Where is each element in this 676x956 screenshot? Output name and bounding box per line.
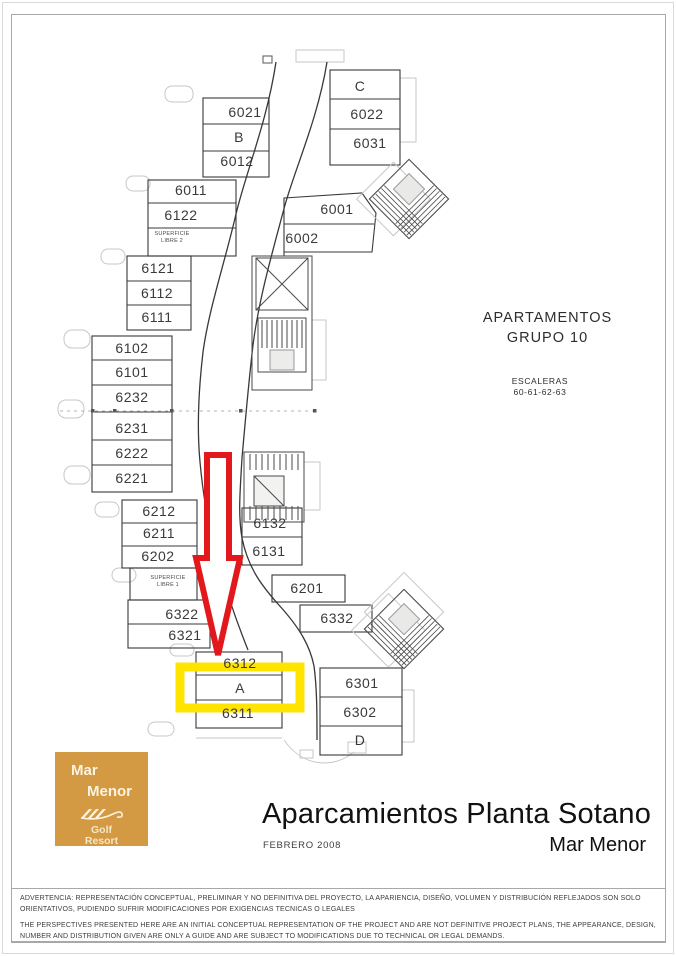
room-label-6202: 6202 — [141, 548, 175, 564]
brand-label: Mar Menor — [549, 834, 646, 856]
page-border-frame — [11, 14, 666, 943]
room-label-6022: 6022 — [350, 106, 384, 122]
plan-heading: APARTAMENTOS GRUPO 10 — [440, 308, 655, 349]
room-label-6232: 6232 — [115, 389, 149, 405]
room-label-6021: 6021 — [228, 104, 262, 120]
stair-diamond-upper — [355, 158, 450, 240]
logo-text-menor: Menor — [87, 783, 132, 800]
room-label-6132: 6132 — [253, 515, 287, 531]
plan-heading-line2: GRUPO 10 — [506, 330, 589, 347]
disclaimer-english: THE PERSPECTIVES PRESENTED HERE ARE AN I… — [20, 921, 656, 940]
free-area-label: SUPERFICIE LIBRE 2 — [154, 230, 190, 244]
room-label-6212: 6212 — [142, 503, 176, 519]
free-area-label: SUPERFICIE LIBRE 1 — [150, 574, 186, 588]
room-label-6102: 6102 — [115, 340, 149, 356]
room-label-6001: 6001 — [320, 201, 354, 217]
logo-mar-menor: Mar Menor Golf Resort — [55, 752, 148, 847]
building-walls — [91, 55, 403, 756]
plan-heading-line1: APARTAMENTOS — [482, 310, 613, 326]
room-label-6332: 6332 — [320, 610, 354, 626]
date-label: FEBRERO 2008 — [263, 840, 342, 851]
room-label-6201: 6201 — [290, 580, 324, 596]
room-label-6112: 6112 — [140, 285, 174, 301]
room-label-6131: 6131 — [252, 543, 286, 559]
room-label-6321: 6321 — [168, 627, 202, 643]
disclaimer-box: ADVERTENCIA: REPRESENTACIÓN CONCEPTUAL, … — [11, 888, 666, 942]
room-label-D: D — [354, 732, 366, 748]
room-label-6121: 6121 — [141, 260, 175, 276]
room-label-6101: 6101 — [115, 364, 149, 380]
stair-diamond-lower — [350, 571, 445, 670]
logo-text-mar: Mar — [71, 762, 98, 779]
room-label-6322: 6322 — [165, 606, 199, 622]
logo-text-resort: Resort — [84, 835, 119, 847]
room-label-6311: 6311 — [221, 705, 255, 721]
disclaimer-spanish: ADVERTENCIA: REPRESENTACIÓN CONCEPTUAL, … — [20, 895, 641, 913]
golf-wave-icon — [80, 809, 123, 820]
location-arrow — [192, 452, 244, 656]
room-label-6222: 6222 — [115, 445, 149, 461]
axis-centerline — [60, 409, 318, 413]
stairs-numbers: 60-61-62-63 — [513, 387, 567, 398]
room-label-6011: 6011 — [174, 182, 208, 198]
stair-core-upper — [251, 255, 313, 391]
room-label-B: B — [234, 129, 244, 145]
room-label-6122: 6122 — [164, 207, 198, 223]
room-label-6211: 6211 — [142, 525, 176, 541]
room-label-6302: 6302 — [343, 704, 377, 720]
stairs-note: ESCALERAS 60-61-62-63 — [440, 376, 640, 398]
room-label-6111: 6111 — [141, 309, 173, 325]
room-label-6221: 6221 — [115, 470, 149, 486]
room-label-6312: 6312 — [223, 655, 257, 671]
room-label-6002: 6002 — [285, 230, 319, 246]
room-label-6031: 6031 — [353, 135, 387, 151]
room-label-6012: 6012 — [220, 153, 254, 169]
stairs-label: ESCALERAS — [511, 376, 569, 386]
page-title: Aparcamientos Planta Sotano — [262, 798, 652, 830]
room-label-6231: 6231 — [115, 420, 149, 436]
stair-core-lower — [243, 451, 305, 523]
room-label-A: A — [235, 680, 245, 696]
room-label-C: C — [354, 78, 366, 94]
logo-text-golf: Golf — [91, 824, 112, 836]
room-label-6301: 6301 — [345, 675, 379, 691]
highlight-box — [175, 662, 305, 713]
